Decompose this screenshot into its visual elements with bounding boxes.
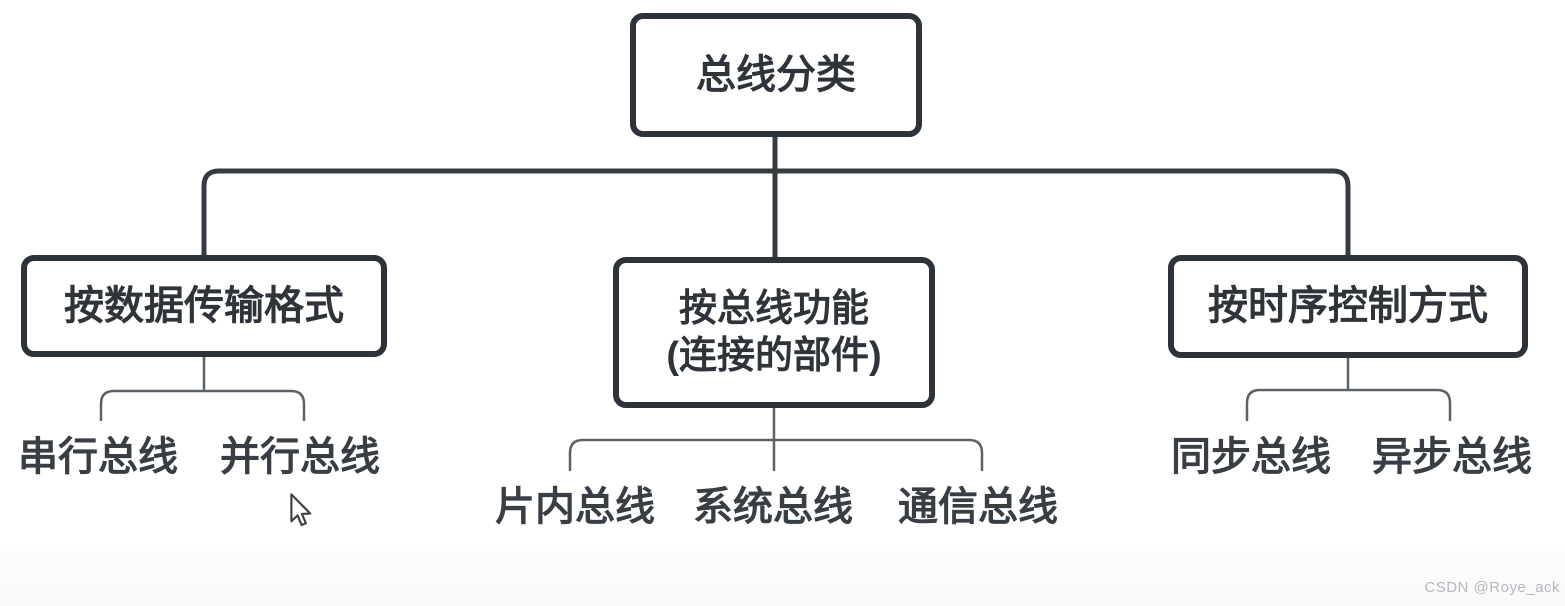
leaf-system-bus[interactable]: 系统总线	[693, 485, 853, 529]
mouse-cursor-icon	[290, 493, 312, 527]
leaf-asynchronous-bus[interactable]: 异步总线	[1372, 435, 1532, 479]
node-by-data-transfer-format[interactable]: 按数据传输格式	[21, 255, 387, 357]
bracket-left	[99, 357, 306, 421]
leaf-synchronous-bus[interactable]: 同步总线	[1171, 435, 1331, 479]
main-connector-tee	[201, 168, 1351, 257]
bracket-right	[1245, 358, 1452, 421]
node-bus-classification[interactable]: 总线分类	[630, 13, 922, 137]
node-by-bus-function[interactable]: 按总线功能 (连接的部件)	[613, 257, 935, 408]
node-label-line2: (连接的部件)	[666, 334, 882, 377]
leaf-on-chip-bus[interactable]: 片内总线	[495, 485, 655, 529]
node-label: 按数据传输格式	[64, 283, 344, 328]
leaf-parallel-bus[interactable]: 并行总线	[220, 435, 380, 479]
leaf-serial-bus[interactable]: 串行总线	[18, 435, 178, 479]
leaf-communication-bus[interactable]: 通信总线	[898, 485, 1058, 529]
node-by-timing-control[interactable]: 按时序控制方式	[1168, 255, 1528, 358]
node-label: 按时序控制方式	[1208, 284, 1488, 329]
node-label-line1: 按总线功能	[678, 288, 869, 331]
csdn-watermark: CSDN @Roye_ack	[1424, 579, 1560, 596]
bottom-gradient-band	[0, 550, 1565, 606]
node-label: 总线分类	[696, 52, 856, 97]
bracket-middle	[568, 408, 984, 471]
